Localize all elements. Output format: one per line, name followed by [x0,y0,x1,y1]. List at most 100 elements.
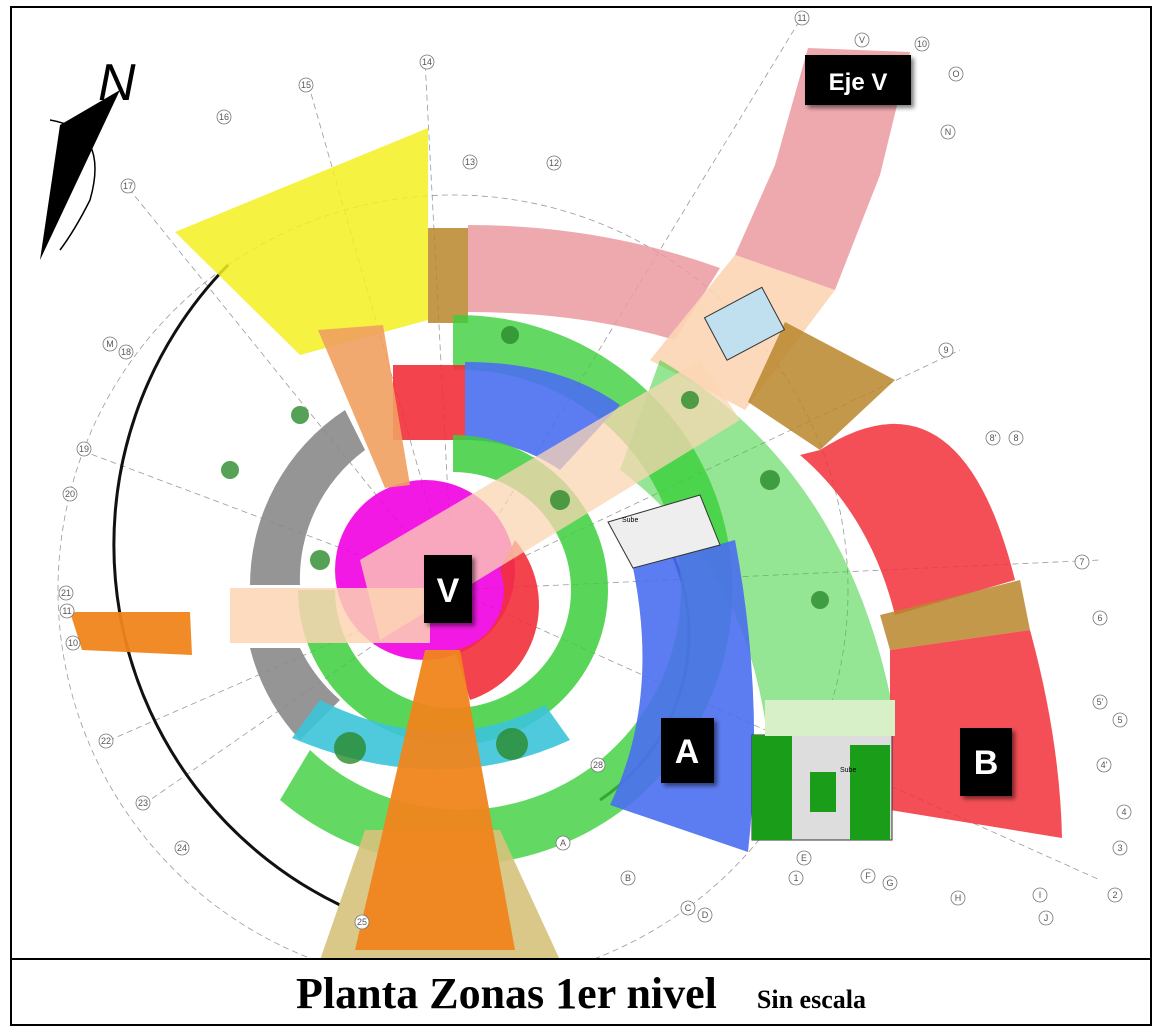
scale-note: Sin escala [756,985,866,1014]
zone-light-green-strip [765,700,895,736]
grid-bubble [118,344,134,360]
grid-bubble-label: 18 [121,347,131,357]
grid-bubble [854,32,870,48]
grid-bubble-label: 13 [465,157,475,167]
grid-bubble-label: 4' [1101,760,1108,770]
grid-bubble [1008,430,1024,446]
grid-bubble [59,603,75,619]
grid-bubble [860,868,876,884]
grid-bubble-label: 4 [1121,807,1126,817]
grid-bubble [1116,804,1132,820]
zone-brown-right-strip [880,580,1030,650]
grid-bubble [65,635,81,651]
zone-orange-bottom [355,650,515,950]
fountain [703,286,786,361]
grid-bubble [298,77,314,93]
grid-bubble-label: A [560,838,566,848]
zone-orange-top [318,325,410,488]
north-arrow: N [40,54,136,260]
grid-bubble-label: 28 [593,760,603,770]
label-b: B [960,728,1012,796]
trees [221,326,829,764]
grid-bubble-label: 12 [549,158,559,168]
grid-bubble-label: 21 [61,588,71,598]
grid-bubble [590,757,606,773]
zone-brown-top [428,228,468,323]
grid-bubble-label: H [955,893,962,903]
grid-bubble [120,178,136,194]
grid-bubble-label: V [859,35,865,45]
grid-bubble-label: 10 [917,39,927,49]
grid-bubble-label: 10 [68,638,78,648]
grid-bubble-label: 3 [1117,843,1122,853]
grid-bubble [354,914,370,930]
grid-bubble [419,54,435,70]
grid-bubble-label: 5 [1117,715,1122,725]
grid-bubble-label: 25 [357,917,367,927]
grid-bubble [1092,610,1108,626]
grid-bubble-label: 16 [219,112,229,122]
grid-bubble [680,900,696,916]
grid-bubble [948,66,964,82]
zone-pink-axis [735,48,910,290]
grid-bubble [1112,712,1128,728]
grid-bubble [697,907,713,923]
grid-bubble-label: J [1044,913,1049,923]
grid-bubble-label: M [106,339,114,349]
grid-bubble [76,441,92,457]
grid-bubble [620,870,636,886]
caption: Planta Zonas 1er nivel Sin escala [10,968,1152,1019]
zone-red-right [800,423,1015,615]
grid-bubble-label: 11 [797,13,806,23]
zone-brown-right [748,322,895,450]
grid-bubble [555,835,571,851]
grid-bubble [216,109,232,125]
grid-bubble [882,875,898,891]
stair-label-upper: Sube [622,517,638,524]
grid-bubble [796,850,812,866]
grid-bubble-label: G [886,878,893,888]
grid-bubble-label: 2 [1112,890,1117,900]
grid-bubble-label: N [945,127,952,137]
grid-bubble [1112,840,1128,856]
svg-text:A: A [675,733,700,771]
grid-bubble-label: 19 [79,444,89,454]
grid-bubble-label: 8' [990,433,997,443]
grid-bubble [914,36,930,52]
grid-bubble [1032,887,1048,903]
svg-text:Eje V: Eje V [829,69,888,96]
grid-bubble-label: B [625,873,631,883]
grid-bubble-label: 9 [943,345,948,355]
grid-bubble-label: 15 [301,80,311,90]
grid-bubble [546,155,562,171]
grid-bubble [950,890,966,906]
zone-red-top [393,365,465,440]
svg-text:V: V [437,572,460,610]
grid-bubble-label: 6 [1097,613,1102,623]
grid-bubble [794,10,810,26]
grid-bubble [174,840,190,856]
drawing-frame [10,6,1152,1026]
grid-bubble [985,430,1001,446]
grid-bubble-label: F [865,871,871,881]
grid-bubble [62,486,78,502]
grid-bubble [1092,694,1108,710]
grid-bubble-label: 22 [101,736,111,746]
grid-bubble-label: 20 [65,489,75,499]
zone-pink-top [468,225,720,340]
grid-bubble-label: 7 [1079,557,1084,567]
svg-text:B: B [974,744,999,782]
zone-green-block-left [752,735,792,840]
grid-bubble [940,124,956,140]
grid-bubble [102,336,118,352]
zone-blue-a [610,540,755,852]
grid-bubble-label: 8 [1013,433,1018,443]
grid-bubble-label: O [952,69,959,79]
grid-bubble [135,795,151,811]
grid-bubble-label: 14 [422,57,432,67]
grid-bubble-label: C [685,903,692,913]
zone-yellow [175,128,428,355]
grid-bubble-label: 5' [1097,697,1104,707]
